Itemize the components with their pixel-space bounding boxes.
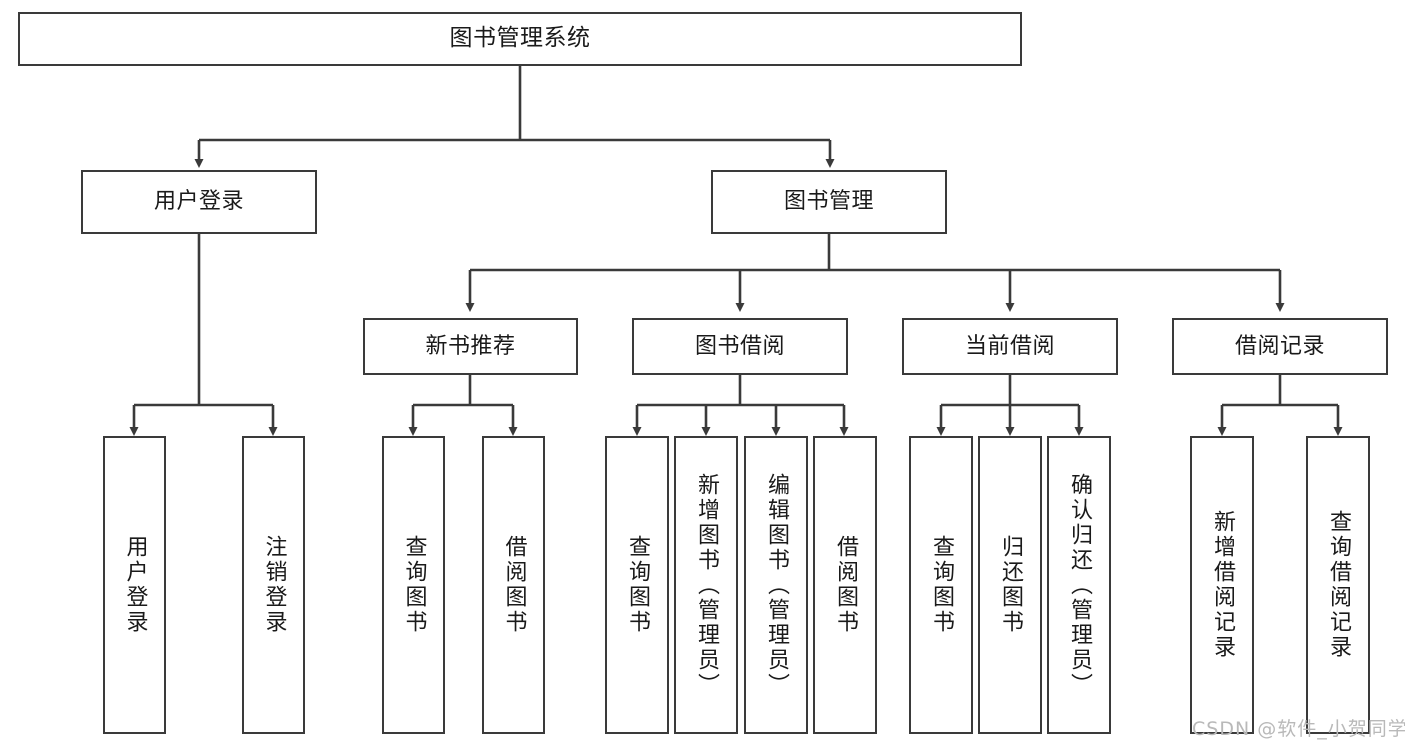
node-label: 借阅图书 bbox=[501, 535, 527, 635]
node-label: 借阅图书 bbox=[833, 535, 858, 635]
node-label: 借阅记录 bbox=[1234, 333, 1325, 359]
node-book-management[interactable]: 图书管理 bbox=[711, 170, 947, 234]
node-label: 编辑图书（管理员） bbox=[764, 472, 789, 698]
node-user-login[interactable]: 用户登录 bbox=[81, 170, 317, 234]
leaf-book-borrow-add-book-admin[interactable]: 新增图书（管理员） bbox=[674, 436, 738, 734]
leaf-user-login-logout[interactable]: 注销登录 bbox=[242, 436, 305, 734]
node-label: 图书借阅 bbox=[694, 333, 785, 359]
node-label: 查询图书 bbox=[929, 535, 954, 635]
node-label: 图书管理 bbox=[783, 189, 874, 215]
node-label: 查询借阅记录 bbox=[1326, 510, 1351, 660]
leaf-new-book-borrow-book[interactable]: 借阅图书 bbox=[482, 436, 545, 734]
csdn-watermark: CSDN @软件_小贺同学 bbox=[1192, 718, 1405, 740]
node-label: 新增借阅记录 bbox=[1210, 510, 1235, 660]
node-label: 注销登录 bbox=[261, 535, 287, 635]
node-book-borrow[interactable]: 图书借阅 bbox=[632, 318, 848, 375]
node-label: 当前借阅 bbox=[964, 333, 1055, 359]
leaf-book-borrow-borrow-book[interactable]: 借阅图书 bbox=[813, 436, 877, 734]
node-root-library-management-system[interactable]: 图书管理系统 bbox=[18, 12, 1022, 66]
node-label: 归还图书 bbox=[998, 535, 1023, 635]
node-borrow-record[interactable]: 借阅记录 bbox=[1172, 318, 1388, 375]
node-label: 图书管理系统 bbox=[449, 25, 591, 52]
leaf-book-borrow-query-book[interactable]: 查询图书 bbox=[605, 436, 669, 734]
leaf-current-borrow-confirm-return-admin[interactable]: 确认归还（管理员） bbox=[1047, 436, 1111, 734]
leaf-borrow-record-add-record[interactable]: 新增借阅记录 bbox=[1190, 436, 1254, 734]
node-current-borrow[interactable]: 当前借阅 bbox=[902, 318, 1118, 375]
leaf-current-borrow-query-book[interactable]: 查询图书 bbox=[909, 436, 973, 734]
node-label: 查询图书 bbox=[401, 535, 427, 635]
node-label: 查询图书 bbox=[625, 535, 650, 635]
node-label: 新增图书（管理员） bbox=[694, 472, 719, 698]
leaf-new-book-query-book[interactable]: 查询图书 bbox=[382, 436, 445, 734]
node-label: 用户登录 bbox=[153, 189, 244, 215]
node-label: 新书推荐 bbox=[425, 333, 516, 359]
leaf-book-borrow-edit-book-admin[interactable]: 编辑图书（管理员） bbox=[744, 436, 808, 734]
leaf-borrow-record-query-record[interactable]: 查询借阅记录 bbox=[1306, 436, 1370, 734]
node-label: 确认归还（管理员） bbox=[1067, 472, 1092, 698]
leaf-current-borrow-return-book[interactable]: 归还图书 bbox=[978, 436, 1042, 734]
node-label: 用户登录 bbox=[122, 535, 148, 635]
leaf-user-login-login[interactable]: 用户登录 bbox=[103, 436, 166, 734]
node-new-book-recommend[interactable]: 新书推荐 bbox=[363, 318, 578, 375]
